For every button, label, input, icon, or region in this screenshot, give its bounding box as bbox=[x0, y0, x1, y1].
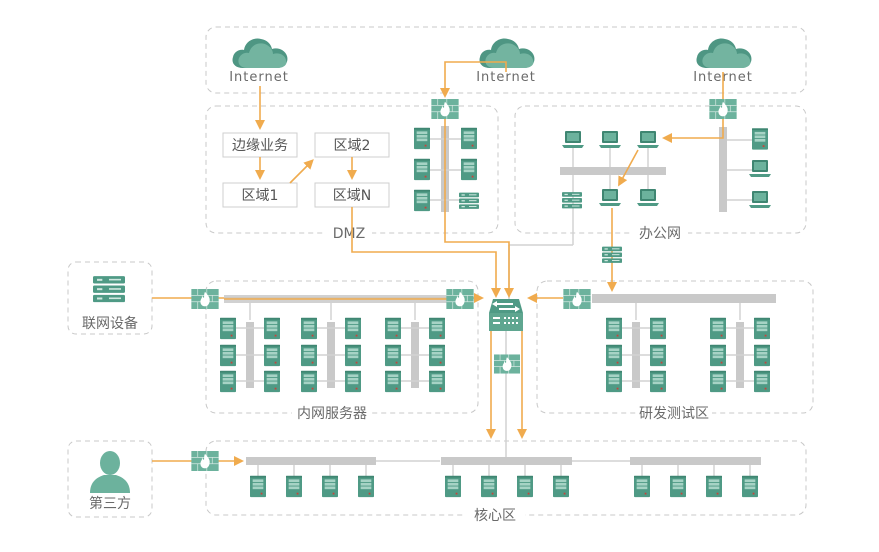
user-icon bbox=[90, 451, 130, 493]
svg-text:区域N: 区域N bbox=[333, 188, 371, 204]
internet-label-2: Internet bbox=[476, 70, 536, 85]
server-icon bbox=[414, 189, 430, 212]
cloud-icon bbox=[479, 38, 535, 68]
dmz-flow-box-zone-2: 区域2 bbox=[314, 132, 390, 158]
rack-server-icon bbox=[562, 192, 582, 209]
server-icon bbox=[670, 475, 686, 498]
core-servers bbox=[250, 465, 758, 498]
zone-label-internal-servers: 内网服务器 bbox=[297, 406, 367, 422]
server-icon bbox=[301, 370, 317, 393]
firewall-icon bbox=[431, 99, 459, 119]
server-icon bbox=[517, 475, 533, 498]
server-icon bbox=[606, 344, 622, 367]
server-icon bbox=[345, 317, 361, 340]
rnd-server-groups bbox=[606, 303, 770, 393]
server-icon bbox=[286, 475, 302, 498]
server-icon bbox=[710, 317, 726, 340]
rack-server-icon bbox=[602, 246, 622, 263]
zone-third-party bbox=[67, 440, 153, 518]
firewall-icon bbox=[709, 99, 737, 119]
svg-text:区域2: 区域2 bbox=[334, 138, 371, 154]
laptop-icon bbox=[637, 131, 659, 148]
server-icon bbox=[650, 370, 666, 393]
server-icon bbox=[385, 317, 401, 340]
internet-label-1: Internet bbox=[229, 70, 289, 85]
server-icon bbox=[650, 344, 666, 367]
firewall-icon bbox=[494, 354, 520, 374]
server-icon bbox=[345, 370, 361, 393]
server-icon bbox=[358, 475, 374, 498]
server-icon bbox=[634, 475, 650, 498]
dmz-flow-box-zone-1: 区域1 bbox=[222, 182, 298, 208]
firewall-icon bbox=[191, 451, 219, 471]
laptop-icon bbox=[599, 189, 621, 206]
server-icon bbox=[429, 317, 445, 340]
server-icon bbox=[301, 317, 317, 340]
zone-internet bbox=[205, 26, 807, 94]
server-icon bbox=[752, 128, 768, 150]
server-icon bbox=[250, 475, 266, 498]
server-icon bbox=[385, 370, 401, 393]
server-icon bbox=[429, 370, 445, 393]
server-icon bbox=[754, 317, 770, 340]
server-icon bbox=[706, 475, 722, 498]
dmz-flow-box-zone-n: 区域N bbox=[314, 182, 390, 208]
zone-label-iot-devices: 联网设备 bbox=[82, 315, 138, 332]
server-icon bbox=[414, 158, 430, 181]
server-icon bbox=[606, 370, 622, 393]
zone-rnd-test bbox=[536, 280, 814, 414]
server-icon bbox=[650, 317, 666, 340]
server-icon bbox=[553, 475, 569, 498]
server-icon bbox=[710, 344, 726, 367]
zone-label-rnd-test: 研发测试区 bbox=[639, 406, 709, 422]
zone-label-office: 办公网 bbox=[639, 226, 681, 242]
firewall-icon bbox=[191, 289, 219, 309]
cloud-icon bbox=[232, 38, 288, 68]
server-icon bbox=[264, 344, 280, 367]
server-icon bbox=[220, 344, 236, 367]
server-icon bbox=[754, 344, 770, 367]
server-icon bbox=[481, 475, 497, 498]
svg-text:区域1: 区域1 bbox=[242, 188, 279, 204]
server-icon bbox=[461, 127, 477, 150]
server-icon bbox=[322, 475, 338, 498]
server-icon bbox=[385, 344, 401, 367]
zone-label-dmz: DMZ bbox=[333, 226, 365, 242]
server-icon bbox=[710, 370, 726, 393]
internal-server-groups bbox=[220, 303, 445, 393]
zone-label-third-party: 第三方 bbox=[89, 495, 131, 512]
svg-text:边缘业务: 边缘业务 bbox=[232, 138, 288, 154]
server-icon bbox=[345, 344, 361, 367]
laptop-icon bbox=[637, 189, 659, 206]
firewall-icon bbox=[563, 289, 591, 309]
server-icon bbox=[301, 344, 317, 367]
laptop-icon bbox=[749, 160, 771, 177]
server-icon bbox=[606, 317, 622, 340]
switch-icon bbox=[489, 299, 523, 331]
server-icon bbox=[461, 158, 477, 181]
server-icon bbox=[264, 370, 280, 393]
server-icon bbox=[754, 370, 770, 393]
zone-internal-servers bbox=[205, 280, 479, 414]
zone-dmz bbox=[205, 105, 499, 234]
cloud-icon bbox=[696, 38, 752, 68]
dmz-flow-box-edge-business: 边缘业务 bbox=[222, 132, 298, 158]
zone-label-core: 核心区 bbox=[474, 508, 516, 524]
server-icon bbox=[264, 317, 280, 340]
server-icon bbox=[445, 475, 461, 498]
server-icon bbox=[429, 344, 445, 367]
server-icon bbox=[220, 370, 236, 393]
rack-server-icon bbox=[93, 276, 125, 303]
server-icon bbox=[220, 317, 236, 340]
laptop-icon bbox=[749, 191, 771, 208]
firewall-icon bbox=[446, 289, 474, 309]
server-icon bbox=[742, 475, 758, 498]
laptop-icon bbox=[562, 131, 584, 148]
server-icon bbox=[414, 127, 430, 150]
rack-server-icon bbox=[459, 192, 479, 209]
laptop-icon bbox=[599, 131, 621, 148]
